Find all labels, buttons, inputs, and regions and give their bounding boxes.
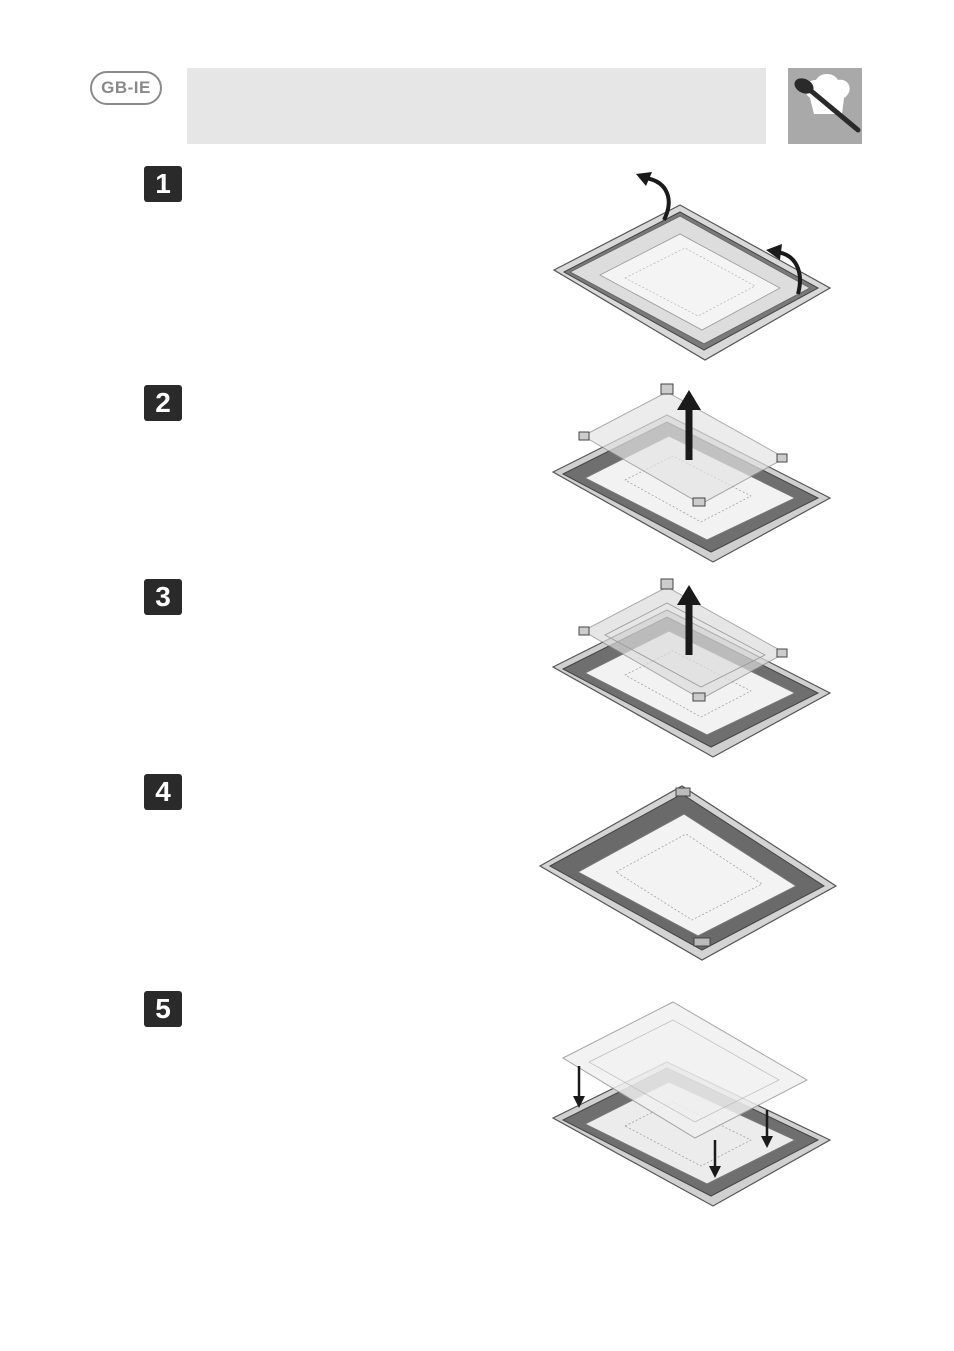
step-5-number: 5 [144, 991, 182, 1027]
region-badge: GB-IE [90, 71, 162, 105]
spoon-chef-hat-icon [788, 68, 862, 144]
step-4-number: 4 [144, 774, 182, 810]
door-glass-unclip-icon [540, 160, 840, 375]
step-1-number: 1 [144, 166, 182, 202]
door-frame-icon [534, 780, 844, 965]
header-bar [187, 68, 766, 144]
step-2-number: 2 [144, 385, 182, 421]
step-3-number: 3 [144, 579, 182, 615]
outer-glass-lift-icon [545, 380, 840, 570]
middle-glass-lift-icon [545, 575, 840, 765]
glass-reinsert-icon [545, 1000, 840, 1210]
